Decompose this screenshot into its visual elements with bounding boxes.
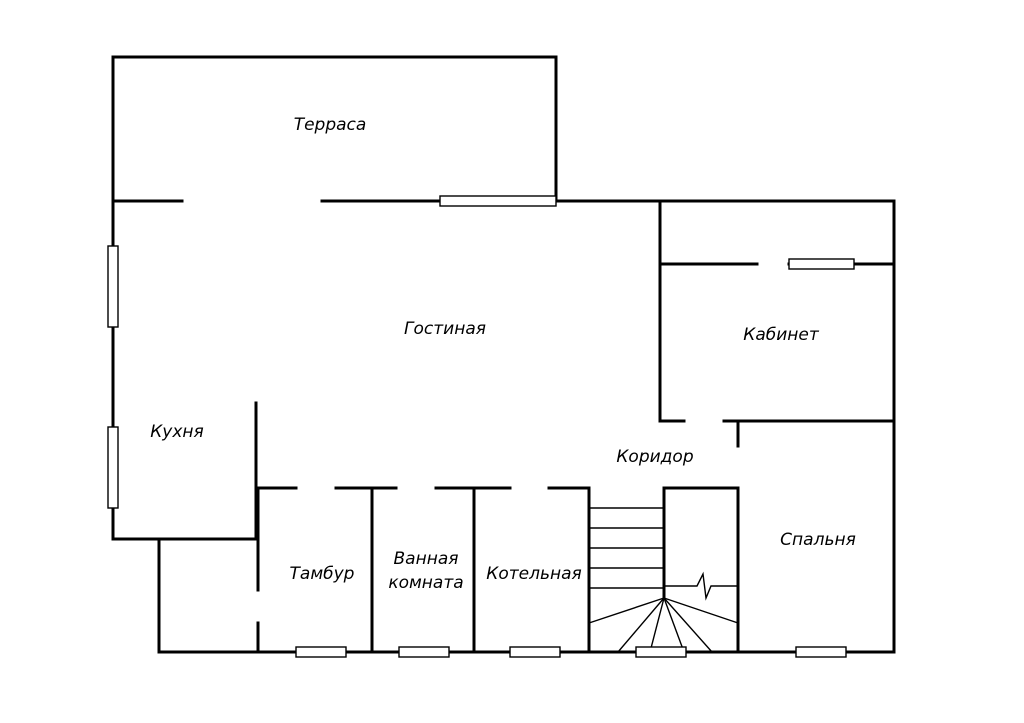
window (295, 646, 347, 658)
room-label-kitchen: Кухня (150, 422, 204, 442)
windows (107, 195, 855, 658)
room-label-corridor: Коридор (616, 447, 693, 467)
room-label-bath-line1: Ванная (394, 549, 459, 569)
terrace-walls (111, 55, 558, 203)
window (107, 245, 119, 328)
room-labels: Терраса Гостиная Кабинет Кухня Коридор С… (150, 115, 856, 593)
small-rooms-partitions (256, 486, 740, 654)
room-label-vestibule: Тамбур (290, 564, 355, 584)
window (788, 258, 855, 270)
window (795, 646, 847, 658)
room-label-bedroom: Спальня (780, 530, 856, 550)
room-label-terrace: Терраса (294, 115, 367, 135)
room-label-boiler: Котельная (486, 564, 581, 584)
study-walls (658, 199, 896, 448)
window (107, 426, 119, 509)
window (635, 646, 687, 658)
window (439, 195, 557, 207)
window (509, 646, 561, 658)
room-label-living: Гостиная (404, 319, 486, 339)
window (398, 646, 450, 658)
room-label-bath-line2: комната (388, 573, 463, 593)
room-label-study: Кабинет (743, 325, 820, 345)
staircase (588, 507, 739, 653)
